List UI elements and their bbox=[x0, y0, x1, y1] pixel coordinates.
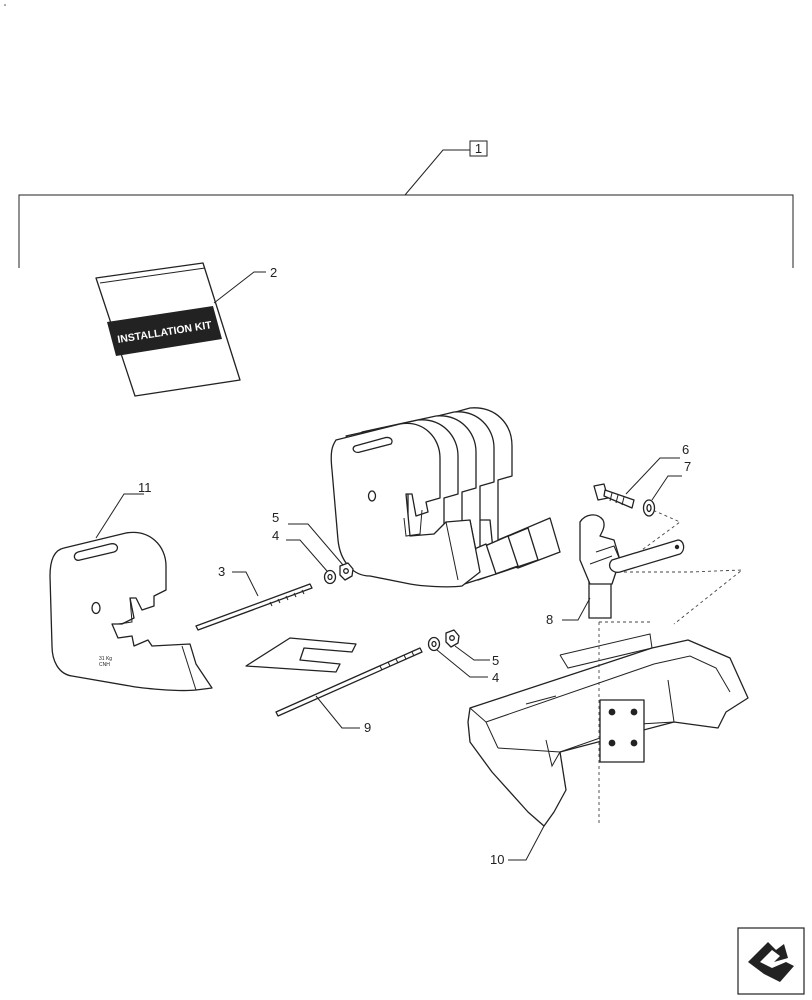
weight-brand-label: CNH bbox=[99, 662, 110, 668]
callout-5a[interactable]: 5 bbox=[272, 510, 279, 525]
callout-4b[interactable]: 4 bbox=[492, 670, 499, 685]
callout-5b[interactable]: 5 bbox=[492, 653, 499, 668]
callout-1[interactable]: 1 bbox=[475, 141, 482, 156]
callout-2-leader bbox=[213, 271, 266, 304]
nut-upper[interactable] bbox=[339, 562, 354, 581]
kit-bracket: 1 bbox=[18, 140, 794, 268]
callout-8[interactable]: 8 bbox=[546, 612, 553, 627]
washer-upper[interactable] bbox=[323, 569, 337, 585]
weight-mass-label: 31 Kg bbox=[99, 656, 112, 662]
next-page-arrow-icon[interactable] bbox=[737, 927, 805, 995]
callout-6[interactable]: 6 bbox=[682, 442, 689, 457]
corner-mark bbox=[4, 4, 6, 6]
callout-3[interactable]: 3 bbox=[218, 564, 225, 579]
callout-7[interactable]: 7 bbox=[684, 459, 691, 474]
callout-10[interactable]: 10 bbox=[490, 852, 504, 867]
callout-4a[interactable]: 4 bbox=[272, 528, 279, 543]
stacked-weights[interactable] bbox=[330, 407, 561, 588]
washer-lower[interactable] bbox=[427, 636, 441, 652]
lock-latch[interactable] bbox=[579, 514, 685, 619]
nut-lower[interactable] bbox=[445, 629, 460, 648]
washer[interactable] bbox=[642, 499, 656, 517]
weight-carrier[interactable] bbox=[467, 633, 749, 827]
installation-kit-booklet[interactable]: INSTALLATION KIT bbox=[95, 262, 241, 397]
callout-9[interactable]: 9 bbox=[364, 720, 371, 735]
single-weight-31kg[interactable]: 31 Kg CNH bbox=[49, 531, 213, 692]
callout-2[interactable]: 2 bbox=[270, 265, 277, 280]
bolt[interactable] bbox=[593, 483, 635, 509]
threaded-rod-upper[interactable] bbox=[195, 583, 313, 631]
callout-11[interactable]: 11 bbox=[138, 480, 152, 495]
plate-with-rod[interactable] bbox=[245, 637, 423, 717]
